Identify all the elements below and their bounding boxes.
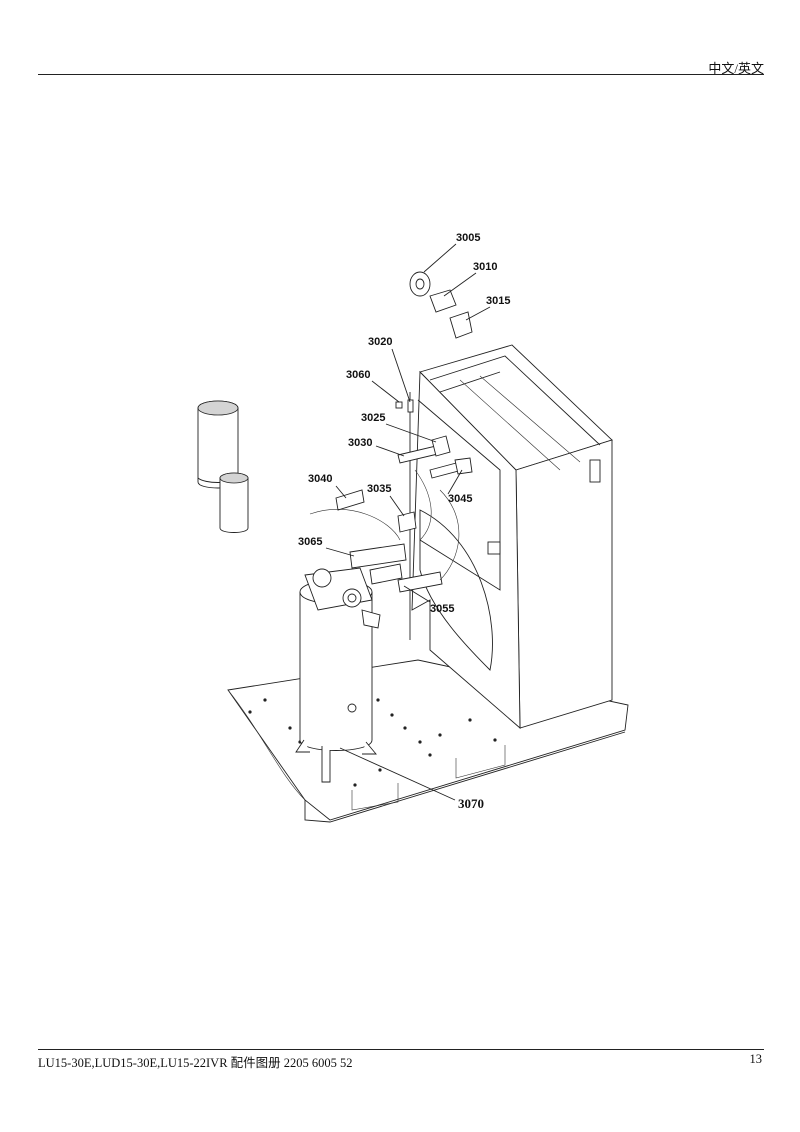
footer-rule xyxy=(38,1049,764,1050)
callout-3015: 3015 xyxy=(486,295,510,307)
callout-3010: 3010 xyxy=(473,261,497,273)
footer-document-title: LU15-30E,LUD15-30E,LU15-22IVR 配件图册 2205 … xyxy=(38,1056,353,1070)
callout-3035: 3035 xyxy=(367,483,391,495)
exploded-fittings xyxy=(309,271,473,593)
callout-3065: 3065 xyxy=(298,536,322,548)
callout-3025: 3025 xyxy=(361,412,385,424)
separator-tank xyxy=(295,567,381,783)
callout-leaders xyxy=(325,243,491,801)
header-language-label: 中文/英文 xyxy=(708,61,764,76)
cooler-housing xyxy=(409,344,613,729)
callout-3005: 3005 xyxy=(456,232,480,244)
filter-cartridges xyxy=(197,400,249,533)
callout-3045: 3045 xyxy=(448,493,472,505)
callout-3040: 3040 xyxy=(308,473,332,485)
callout-3020: 3020 xyxy=(368,336,392,348)
footer-page-number: 13 xyxy=(749,1052,763,1066)
callout-3060: 3060 xyxy=(346,369,370,381)
header-rule xyxy=(38,74,764,75)
callout-3030: 3030 xyxy=(348,437,372,449)
callout-3070: 3070 xyxy=(458,796,484,811)
callout-3055: 3055 xyxy=(430,603,454,615)
callout-labels: 3005 3010 3015 3020 3060 3025 3030 3040 … xyxy=(298,232,510,811)
